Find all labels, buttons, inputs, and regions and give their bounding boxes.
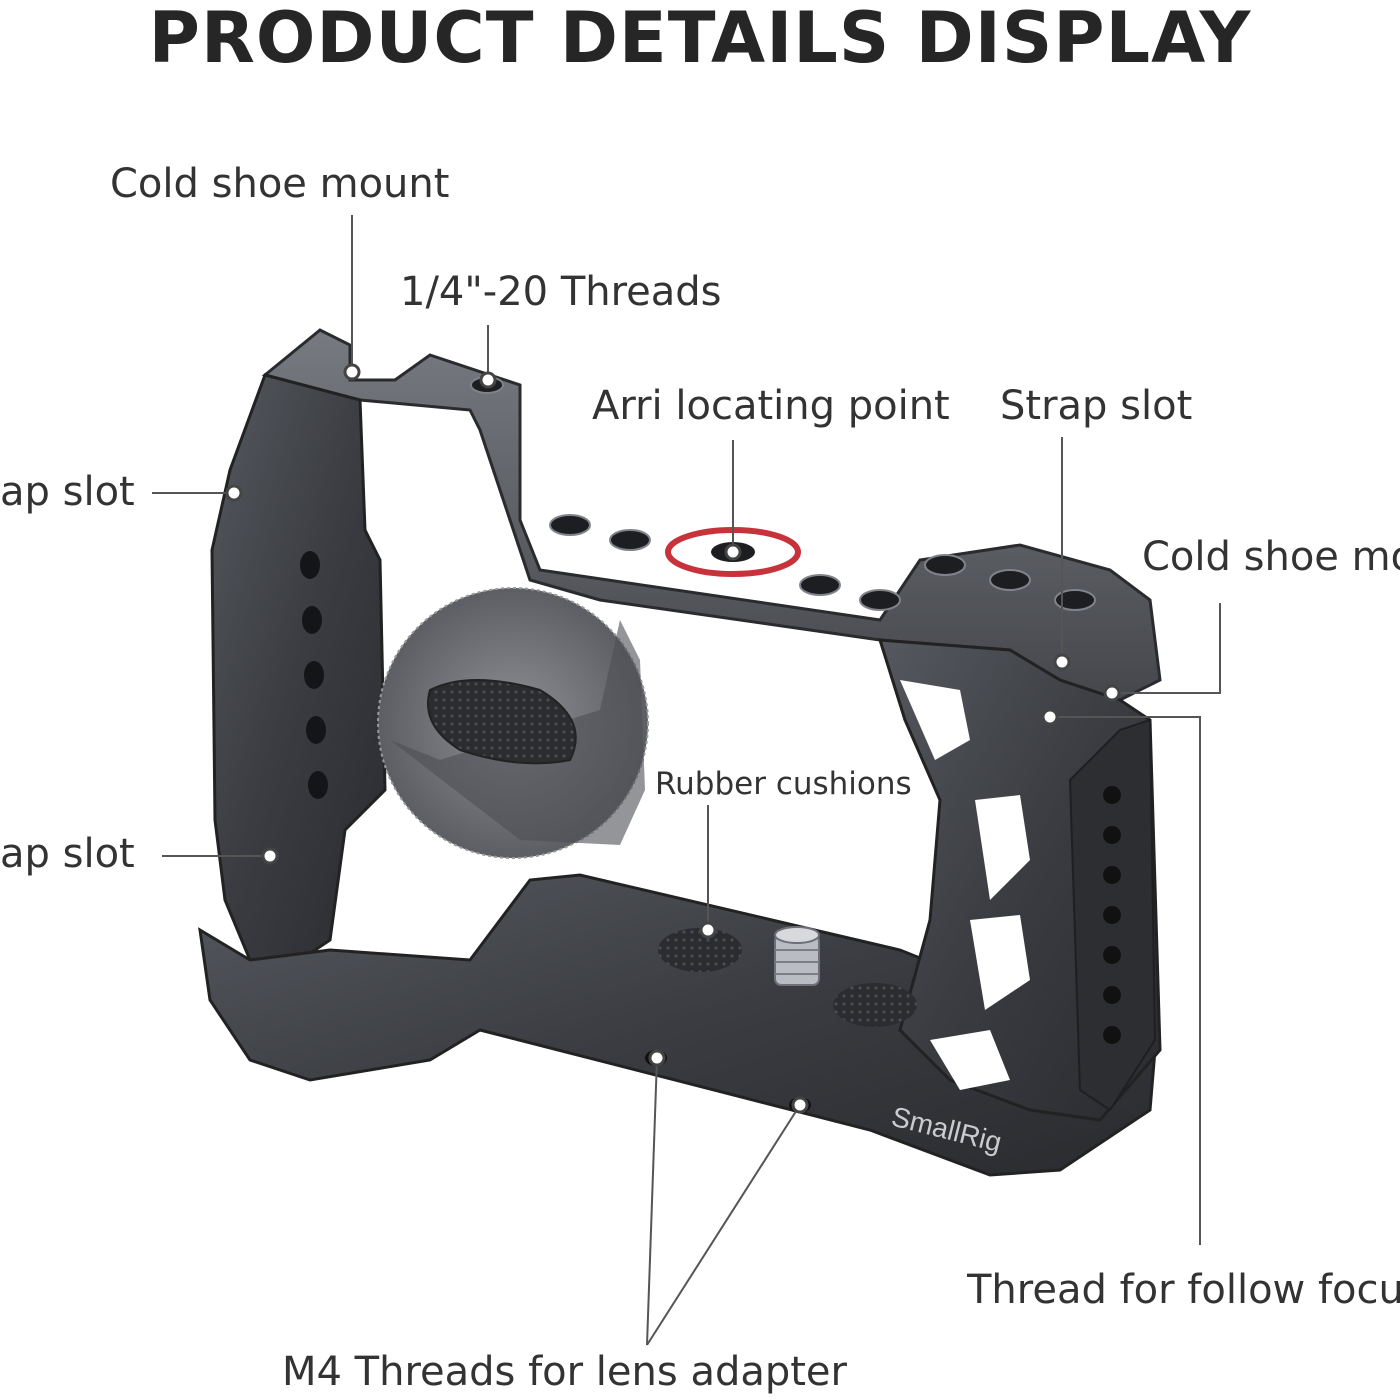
page-title: PRODUCT DETAILS DISPLAY — [148, 0, 1252, 79]
label-quarter-20-threads: 1/4"-20 Threads — [400, 269, 722, 315]
label-m4-threads: M4 Threads for lens adapter — [282, 1349, 847, 1395]
label-thread-follow-focus: Thread for follow focus — [967, 1267, 1400, 1313]
label-arri-locating-point: Arri locating point — [592, 383, 950, 429]
top-plate — [261, 328, 1162, 702]
label-strap-slot-left-lower: ap slot — [0, 831, 135, 877]
side-cutout — [970, 915, 1030, 1010]
rubber-cushion — [658, 928, 742, 972]
label-strap-slot-right: Strap slot — [1000, 383, 1193, 429]
leader-lines — [152, 215, 1221, 1346]
rubber-cushion — [833, 983, 917, 1027]
label-cold-shoe-mount-right: Cold shoe mo — [1142, 534, 1400, 580]
side-cutout — [900, 680, 970, 760]
label-strap-slot-left-upper: ap slot — [0, 469, 135, 515]
bottom-plate — [198, 873, 1157, 1177]
side-cutout — [930, 1030, 1010, 1090]
label-cold-shoe-mount-left: Cold shoe mount — [110, 161, 450, 207]
left-grip-holes — [300, 551, 328, 799]
side-cutout — [975, 795, 1030, 900]
cage-body — [198, 328, 1162, 1177]
callout-dots — [225, 363, 1121, 1114]
left-grip — [210, 373, 387, 962]
label-rubber-cushions: Rubber cushions — [655, 766, 912, 802]
cushion-zoom-inset — [377, 587, 649, 859]
